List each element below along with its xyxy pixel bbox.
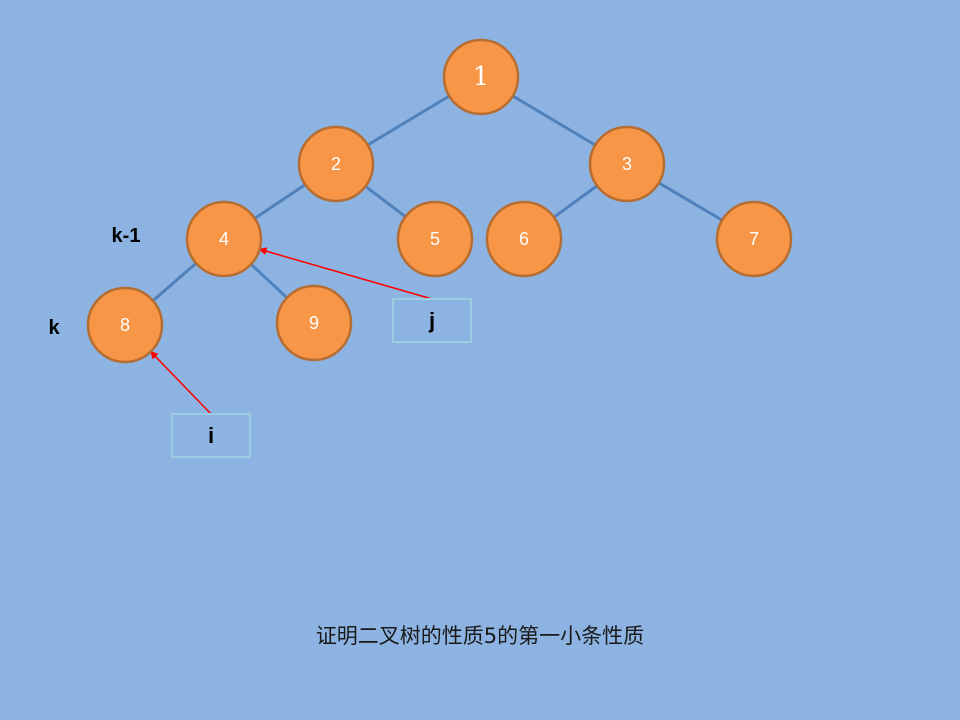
tree-node-9: 9 <box>275 284 353 362</box>
node-circle <box>297 125 375 203</box>
node-circle <box>485 200 563 278</box>
node-circle <box>396 200 474 278</box>
node-circle <box>442 38 520 116</box>
node-label: 5 <box>430 229 440 249</box>
pointer-box-label: i <box>208 423 214 448</box>
node-circle <box>185 200 263 278</box>
pointer-box-i: i <box>171 413 251 458</box>
node-circle <box>588 125 666 203</box>
tree-node-4: 4 <box>185 200 263 278</box>
node-label: 9 <box>309 313 319 333</box>
pointer-box-j: j <box>392 298 472 343</box>
node-label: 8 <box>120 315 130 335</box>
tree-node-2: 2 <box>297 125 375 203</box>
node-label: 3 <box>622 154 632 174</box>
level-label-k-minus-1: k-1 <box>112 225 141 247</box>
node-label: 7 <box>749 229 759 249</box>
node-label: 6 <box>519 229 529 249</box>
tree-node-3: 3 <box>588 125 666 203</box>
node-label: 1 <box>473 62 490 92</box>
pointer-boxes: ji <box>171 298 472 458</box>
tree-node-5: 5 <box>396 200 474 278</box>
tree-nodes: 1 2 3 4 5 6 7 8 9 <box>86 38 793 364</box>
pointer-arrow-j <box>258 247 433 300</box>
node-circle <box>86 286 164 364</box>
node-circle <box>715 200 793 278</box>
tree-edges <box>124 75 755 327</box>
pointer-box-frame <box>392 298 472 343</box>
slide-caption: 证明二叉树的性质5的第一小条性质 <box>315 624 645 648</box>
tree-node-1: 1 <box>442 38 520 116</box>
tree-node-8: 8 <box>86 286 164 364</box>
pointer-box-label: j <box>428 308 435 333</box>
tree-node-6: 6 <box>485 200 563 278</box>
pointer-arrows <box>150 247 433 415</box>
tree-node-7: 7 <box>715 200 793 278</box>
pointer-box-frame <box>171 413 251 458</box>
level-label-k: k <box>48 317 60 339</box>
node-circle <box>275 284 353 362</box>
node-label: 2 <box>331 154 341 174</box>
pointer-arrow-i <box>150 350 212 415</box>
node-label: 4 <box>219 229 229 249</box>
